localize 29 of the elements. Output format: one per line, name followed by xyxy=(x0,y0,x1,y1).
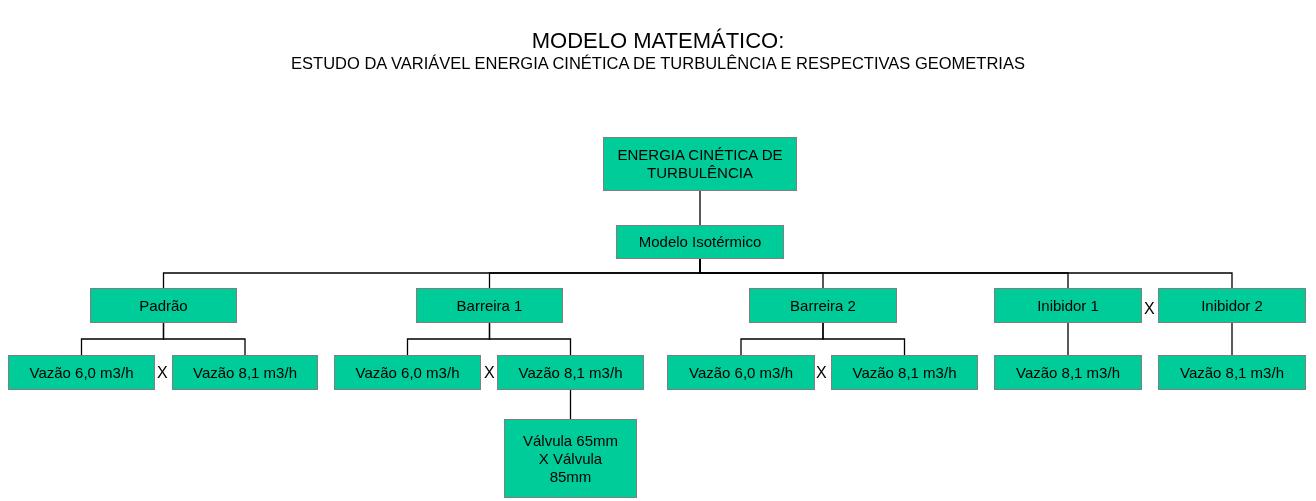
org-chart-box: Válvula 65mm X Válvula 85mm xyxy=(504,419,637,498)
org-chart-box: Inibidor 2 xyxy=(1158,288,1306,323)
org-chart-box: Padrão xyxy=(90,288,237,323)
org-chart-box: Barreira 2 xyxy=(749,288,897,323)
comparison-mark: X xyxy=(816,364,827,382)
connector-line xyxy=(1231,322,1233,356)
org-chart-box: Vazão 8,1 m3/h xyxy=(497,355,644,390)
org-chart-box: Vazão 6,0 m3/h xyxy=(667,355,815,390)
connector-line xyxy=(488,322,572,356)
org-chart-box: Inibidor 1 xyxy=(994,288,1142,323)
org-chart-box: Barreira 1 xyxy=(416,288,563,323)
connector-line xyxy=(162,322,246,356)
connector-line xyxy=(1067,322,1069,356)
org-chart-box: Vazão 8,1 m3/h xyxy=(831,355,978,390)
org-chart-box: Vazão 8,1 m3/h xyxy=(994,355,1142,390)
diagram-subtitle: ESTUDO DA VARIÁVEL ENERGIA CINÉTICA DE TURBULÊNCIA E RESPECTIVAS GEOMETRIAS xyxy=(291,54,1025,73)
org-chart-box: ENERGIA CINÉTICA DE TURBULÊNCIA xyxy=(603,137,797,191)
connector-line xyxy=(699,190,701,226)
connector-line xyxy=(822,322,906,356)
connector-line xyxy=(569,389,572,420)
comparison-mark: X xyxy=(484,364,495,382)
org-chart-box: Vazão 6,0 m3/h xyxy=(8,355,155,390)
diagram-title: MODELO MATEMÁTICO: xyxy=(531,28,785,54)
org-chart-box: Modelo Isotérmico xyxy=(616,225,784,259)
comparison-mark: X xyxy=(1144,300,1155,318)
org-chart-box: Vazão 8,1 m3/h xyxy=(1158,355,1306,390)
org-chart-box: Vazão 8,1 m3/h xyxy=(172,355,318,390)
comparison-mark: X xyxy=(157,364,168,382)
org-chart-box: Vazão 6,0 m3/h xyxy=(334,355,481,390)
